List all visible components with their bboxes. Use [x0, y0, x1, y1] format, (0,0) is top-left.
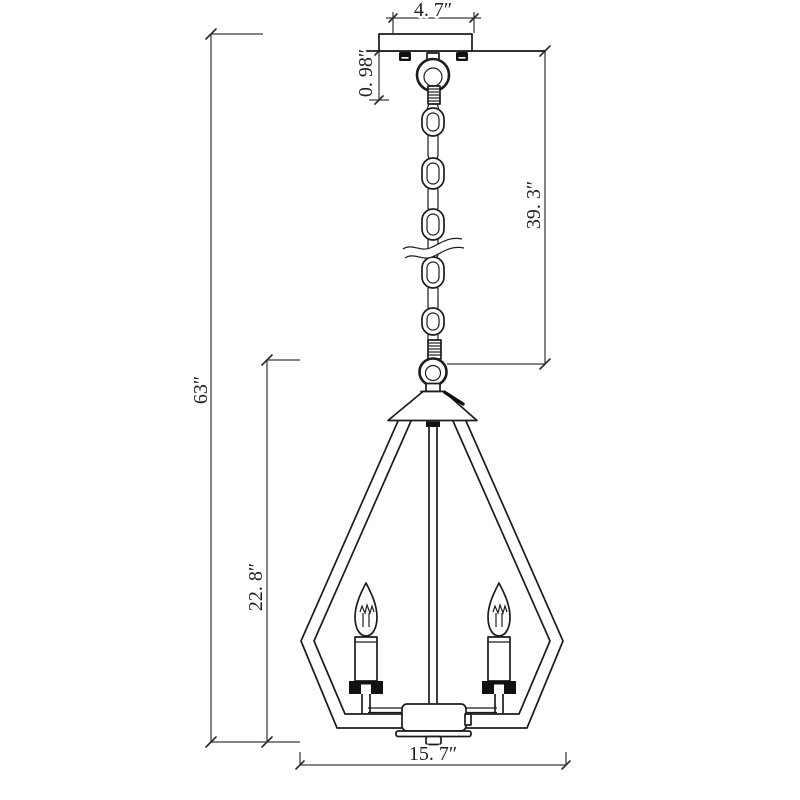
canopy-screw-right — [456, 52, 468, 61]
candle-arms — [368, 707, 497, 714]
dim-label-chain-length: 39. 3″ — [523, 181, 545, 229]
canopy-screw-left — [399, 52, 411, 61]
chain-link — [421, 107, 445, 137]
candle-cup — [482, 681, 516, 694]
fixture-hang-assembly — [387, 339, 478, 427]
hang-ring — [418, 357, 448, 387]
chain-break-symbol — [402, 237, 465, 259]
dim-label-fixture-height: 22. 8″ — [245, 563, 267, 611]
candle-sleeve — [487, 636, 511, 682]
chain-link — [421, 208, 445, 241]
chain-link — [421, 256, 445, 289]
dimension-canopy-width-4-7 — [386, 12, 481, 33]
candle-sleeve — [354, 636, 378, 682]
dim-label-canopy-drop: 0. 98″ — [355, 49, 377, 97]
candle-left — [349, 582, 383, 714]
bulb-filament — [359, 602, 375, 627]
dimension-fixture-height-22-8 — [261, 354, 300, 748]
bulb-filament — [492, 602, 508, 627]
dim-label-fixture-width: 15. 7″ — [409, 743, 457, 765]
dim-label-canopy-width: 4. 7″ — [414, 0, 452, 21]
center-column — [428, 426, 438, 705]
central-body — [395, 703, 472, 746]
bottom-finial — [425, 735, 442, 746]
fixture-frame — [300, 420, 564, 729]
body-side-tab — [464, 713, 472, 726]
collar — [425, 382, 441, 393]
dimension-overall-height-63 — [205, 28, 300, 748]
chain — [402, 107, 465, 347]
dimension-fixture-width-15-7 — [295, 752, 571, 770]
candle-cup — [349, 681, 383, 694]
candle-right — [482, 582, 516, 714]
top-cone — [387, 390, 478, 427]
candle-stem — [494, 693, 504, 714]
dim-label-overall-height: 63″ — [190, 376, 212, 404]
candle-stem — [361, 693, 371, 714]
threaded-connector-top — [427, 85, 441, 105]
canopy-hang-ring — [415, 52, 451, 113]
chain-link — [421, 307, 445, 336]
chain-link — [421, 157, 445, 190]
ceiling-canopy — [364, 33, 546, 61]
threaded-connector-bottom — [427, 339, 442, 360]
